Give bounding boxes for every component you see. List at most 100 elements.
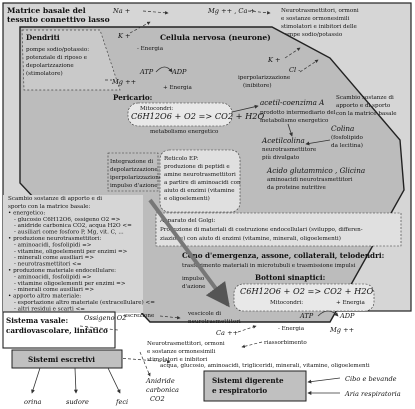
mito-to-acetyl-arrow [231,104,259,113]
exchange-left-line: • energetico: [8,210,45,216]
mg-ca-arrow [247,10,271,15]
atp-bottom: ATP [299,312,314,320]
energia-bottom: - Energia [278,326,305,332]
acetyl-title: acetil-coenzima A [260,98,324,107]
ion-mg-bottom: Mg ++ [329,326,354,334]
output-sudore: sudore [66,398,89,406]
acido-line-2: da proteine nutritive [267,185,326,191]
energia-plus-top: + Energia [163,85,193,91]
na-arrow [142,10,169,15]
escrezione-arrow [159,315,181,320]
exchange-left-box [3,195,143,313]
colina-title: Colina [331,124,354,133]
mitocondri-equation: C6H12O6 + O2 => CO2 + H2O [131,111,264,121]
orina-arrow [31,367,41,394]
input-aria: Aria respiratoria [344,390,401,398]
riassorbimento-arrow [241,341,263,348]
exchange-left-line: sporto con la matrice basale: [8,204,90,210]
bottoni-equation: C6H12O6 + O2 => CO2 + H2O [240,286,373,296]
exchange-left-line: - aminoacidi, fosfolipidi => [14,274,92,280]
cl-arrow [299,59,319,73]
mitocondri-caption: metabolismo energetico [150,129,219,135]
golgi-line-2: Produzione di materiali di costruzione e… [160,226,363,233]
k-plus-arrow-left [129,21,151,34]
exchange-left-line: • produzione materiale endocellulare: [8,268,116,274]
energia-plus-bottom: + Energia [336,300,366,306]
digerente-box [203,370,307,402]
input-cibo: Cibo e bevande [345,375,397,383]
er-line-2: produzione di peptidi e [164,164,230,170]
exchange-left-line: - glucosio C6H12O6, ossigeno O2 => [14,217,121,223]
golgi-line-3: ziazione) con aiuto di enzimi (vitamine,… [160,235,341,242]
sudore-arrow [73,367,78,394]
exchange-left-line: - ausiliari come fosforo P, Mg, vit. C, … [14,230,124,236]
er-line-6: e oligoelementi) [164,195,210,202]
exchange-left-line: - vitamine, oligoelementi per enzimi => [14,249,128,255]
mitocondri-title: Mitocondri: [140,106,173,112]
ion-mg-ca-top: Mg ++ , Ca + [207,7,255,15]
ca-pp-arrow [237,325,257,333]
golgi-line-1: Apparato del Golgi: [159,218,215,224]
acetyl-to-acetilcolina-arrow [287,123,293,137]
er-line-4: a partire di aminoacidi con [164,180,241,186]
exchange-right-line-2: apporto e di sporto [336,103,391,109]
anidride-arrow [139,351,151,377]
er-line-5: aiuto di enzimi (vitamine [164,187,235,194]
vesicole-line-1: vescicole di [187,311,221,317]
golgi-box [155,212,402,247]
exchange-left-title: Scambio sostanze di apporto e di [8,196,102,202]
ion-ca-pp: Ca ++ [216,329,238,337]
adp-top: ADP [171,68,187,76]
exchange-left-line: • apporto altro materiale: [8,294,81,300]
dendrites-region [21,29,121,91]
adp-bottom: ADP [339,312,355,320]
output-orina: orina [24,398,41,406]
ion-cl: Cl - [289,66,300,74]
bottom-center-line-3: stimolatori e inibitori [147,357,207,363]
riassorbimento-label: riassorbimento [264,340,307,346]
colina-line-2: da lecitina) [331,142,363,149]
escretivi-box [11,349,123,369]
vasal-box [2,311,116,349]
k-plus-arrow-right [284,47,301,59]
anidride-line-2: carbonica [146,386,179,394]
atp-top: ATP [139,68,154,76]
iperpolarizzazione-line-1: iperpolarizzazione [238,75,291,81]
atp-adp-arrow-top [155,66,173,73]
oxygen-arrow [79,325,119,331]
impulso-line-1: impulso [182,276,205,282]
exchange-left-line: - anidride carbonica CO2, acqua H2O <= [14,223,132,229]
vasal-title-1: Sistema vasale: [6,316,68,325]
exchange-left-line: - vitamine oligoelementi per enzimi => [14,281,126,287]
dendrites-line-1: pompe sodio/potassio: [26,47,89,53]
feci-arrow [107,367,121,394]
integration-line-3: iperpolarizzazione: [110,175,164,181]
anidride-line-3: CO2 [150,395,165,403]
cono-line-2: trasferimento materiali in microtubuli e… [182,263,356,269]
digerente-line-1: Sistemi digerente [212,376,284,385]
axon-impulse-arrow [148,198,230,308]
colina-to-acetilcolina-arrow [305,139,331,146]
er-line-3: amine neurotrasmettitori [164,172,236,178]
escretivi-title: Sistemi escretivi [28,355,95,364]
integration-box [107,152,159,192]
bottoni-title: Bottoni sinaptici: [255,273,325,282]
top-right-line-1: Neurotrasmettitori, ormoni [281,8,359,14]
dendrites-line-3: depolarizzazione [26,63,74,69]
acetyl-line-1: prodotto intermediario del [260,110,336,116]
dendrites-line-2: potenziale di riposo e [26,55,88,61]
bottom-center-line-1: Neurotrasmettitori, ormoni [147,341,225,347]
acido-line-1: aminoacidi neurotrasmettitori [267,177,353,183]
exchange-left-line: • produzione neurotrasmettitori: [8,236,101,242]
exchange-left-line: - esportazione altro materiale (extracel… [14,299,155,306]
neuron-title: Cellula nervosa (neurone) [160,33,271,42]
vesicole-line-2: neurotrasmettitori [188,319,241,325]
vasal-title-2: cardiovascolare, linfatico [6,326,108,335]
acetyl-line-2: metabolismo energetico [260,118,329,124]
oxygen-label: Ossigeno O2 [84,314,126,322]
ion-mg-left: Mg ++ [111,78,136,86]
exchange-right-line-1: Scambio sostanze di [336,95,394,101]
er-line-1: Reticolo EP: [164,156,199,162]
